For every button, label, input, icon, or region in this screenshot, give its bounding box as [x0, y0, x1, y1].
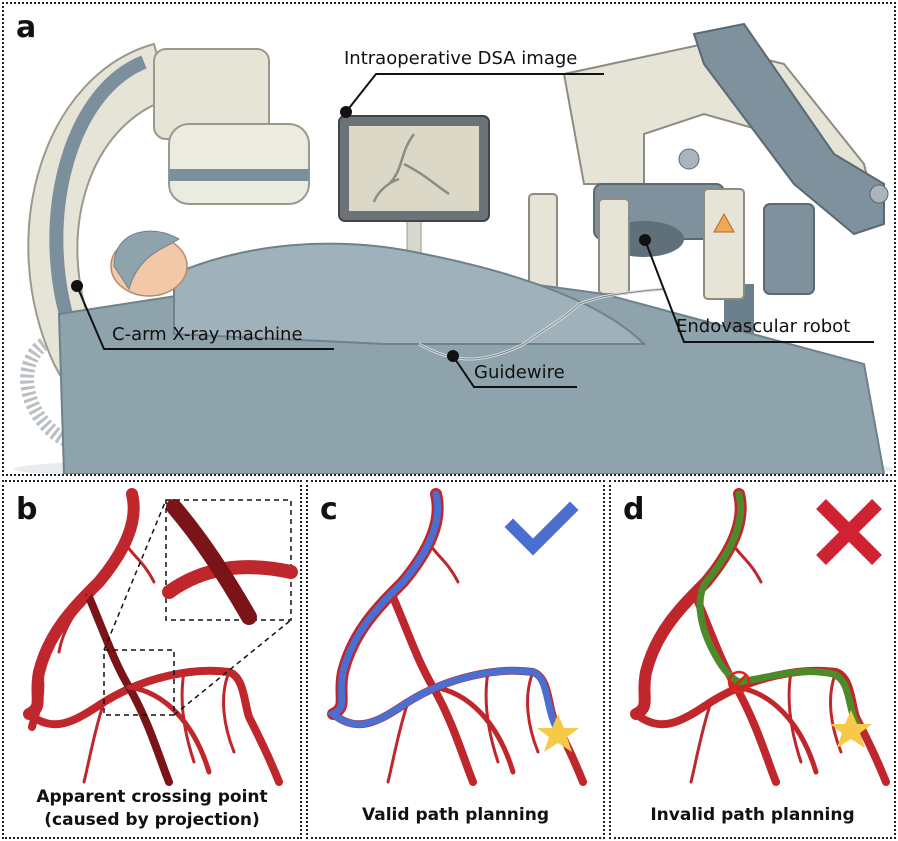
valid-path [326, 490, 560, 731]
star-icon [830, 710, 872, 748]
star-icon [537, 714, 579, 752]
check-icon [504, 501, 579, 556]
vessel-tree-crossing [23, 488, 298, 786]
panel-c: c Valid path planning [306, 480, 605, 839]
panel-d-caption: Invalid path planning [650, 805, 855, 825]
panel-d: d Invalid path planning [609, 480, 896, 839]
panel-d-label: d [623, 492, 645, 527]
panel-b: b Apparent crossing point (caused by pro… [2, 480, 302, 839]
panel-b-caption-line1: Apparent crossing point [36, 787, 268, 807]
dsa-monitor [338, 115, 490, 305]
guidewire-callout: Guidewire [474, 362, 565, 383]
panel-c-caption: Valid path planning [362, 805, 549, 825]
dsa-image-callout: Intraoperative DSA image [344, 48, 578, 69]
patient-on-table [57, 230, 886, 474]
valid-path-vessel [326, 488, 587, 786]
panel-c-label: c [320, 492, 338, 527]
panel-a: a Intraoperative DSA image C-arm X-ray m… [2, 2, 896, 476]
no-entry-icon [727, 670, 751, 694]
zoomed-crossing [162, 499, 298, 625]
surgical-scene-illustration [14, 22, 894, 474]
cross-icon [816, 499, 882, 565]
panel-b-label: b [16, 492, 38, 527]
panel-b-caption-line2: (caused by projection) [44, 810, 260, 830]
panel-a-label: a [16, 10, 37, 45]
invalid-path-vessel [630, 488, 890, 786]
c-arm-callout: C-arm X-ray machine [112, 324, 303, 345]
robot-callout: Endovascular robot [676, 316, 851, 337]
invalid-path [696, 490, 861, 728]
